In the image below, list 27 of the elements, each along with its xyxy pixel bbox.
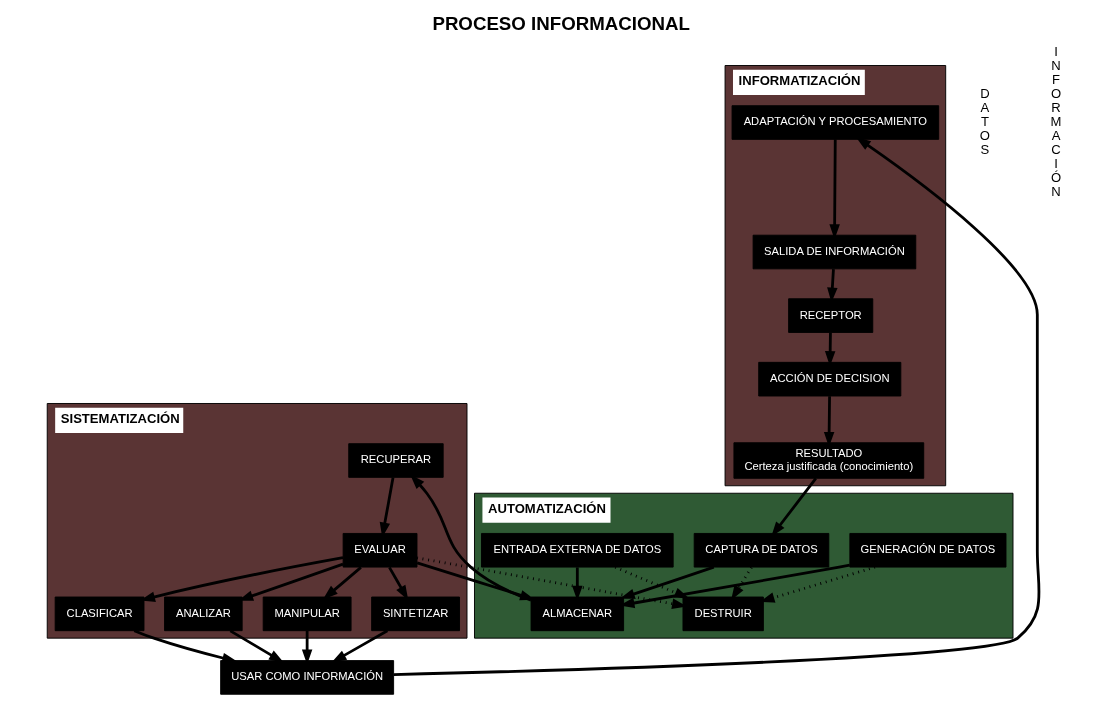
node-box: ADAPTACIÓN Y PROCESAMIENTO bbox=[731, 105, 939, 140]
node-box: EVALUAR bbox=[342, 532, 417, 568]
node-box: ENTRADA EXTERNA DE DATOS bbox=[480, 532, 674, 568]
node-box: DESTRUIR bbox=[682, 596, 764, 632]
node-box: SINTETIZAR bbox=[370, 596, 460, 632]
arrow bbox=[133, 629, 237, 664]
node-box: SALIDA DE INFORMACIÓN bbox=[752, 234, 916, 270]
node-box: CAPTURA DE DATOS bbox=[693, 532, 829, 568]
node-box: RESULTADO Certeza justificada (conocimiento) bbox=[732, 442, 924, 479]
node-box: USAR COMO INFORMACIÓN bbox=[219, 660, 394, 695]
node-box: CLASIFICAR bbox=[54, 596, 144, 632]
node-box: GENERACIÓN DE DATOS bbox=[848, 532, 1006, 568]
arrow bbox=[331, 629, 388, 663]
node-box: RECUPERAR bbox=[347, 443, 444, 478]
arrow bbox=[322, 566, 362, 600]
arrow bbox=[409, 474, 531, 602]
arrow bbox=[229, 629, 284, 663]
node-box: RECEPTOR bbox=[787, 298, 873, 333]
node-box: ACCIÓN DE DECISION bbox=[757, 361, 901, 397]
label: DATOS bbox=[979, 85, 990, 158]
label: INFORMACIÓN bbox=[1050, 43, 1061, 200]
node-box: MANIPULAR bbox=[262, 596, 352, 632]
node-box: ANALIZAR bbox=[163, 596, 243, 632]
node-box: ALMACENAR bbox=[530, 596, 624, 632]
diagram-title: PROCESO INFORMACIONAL bbox=[431, 12, 690, 34]
arrow bbox=[393, 137, 1040, 676]
arrow bbox=[619, 563, 850, 609]
